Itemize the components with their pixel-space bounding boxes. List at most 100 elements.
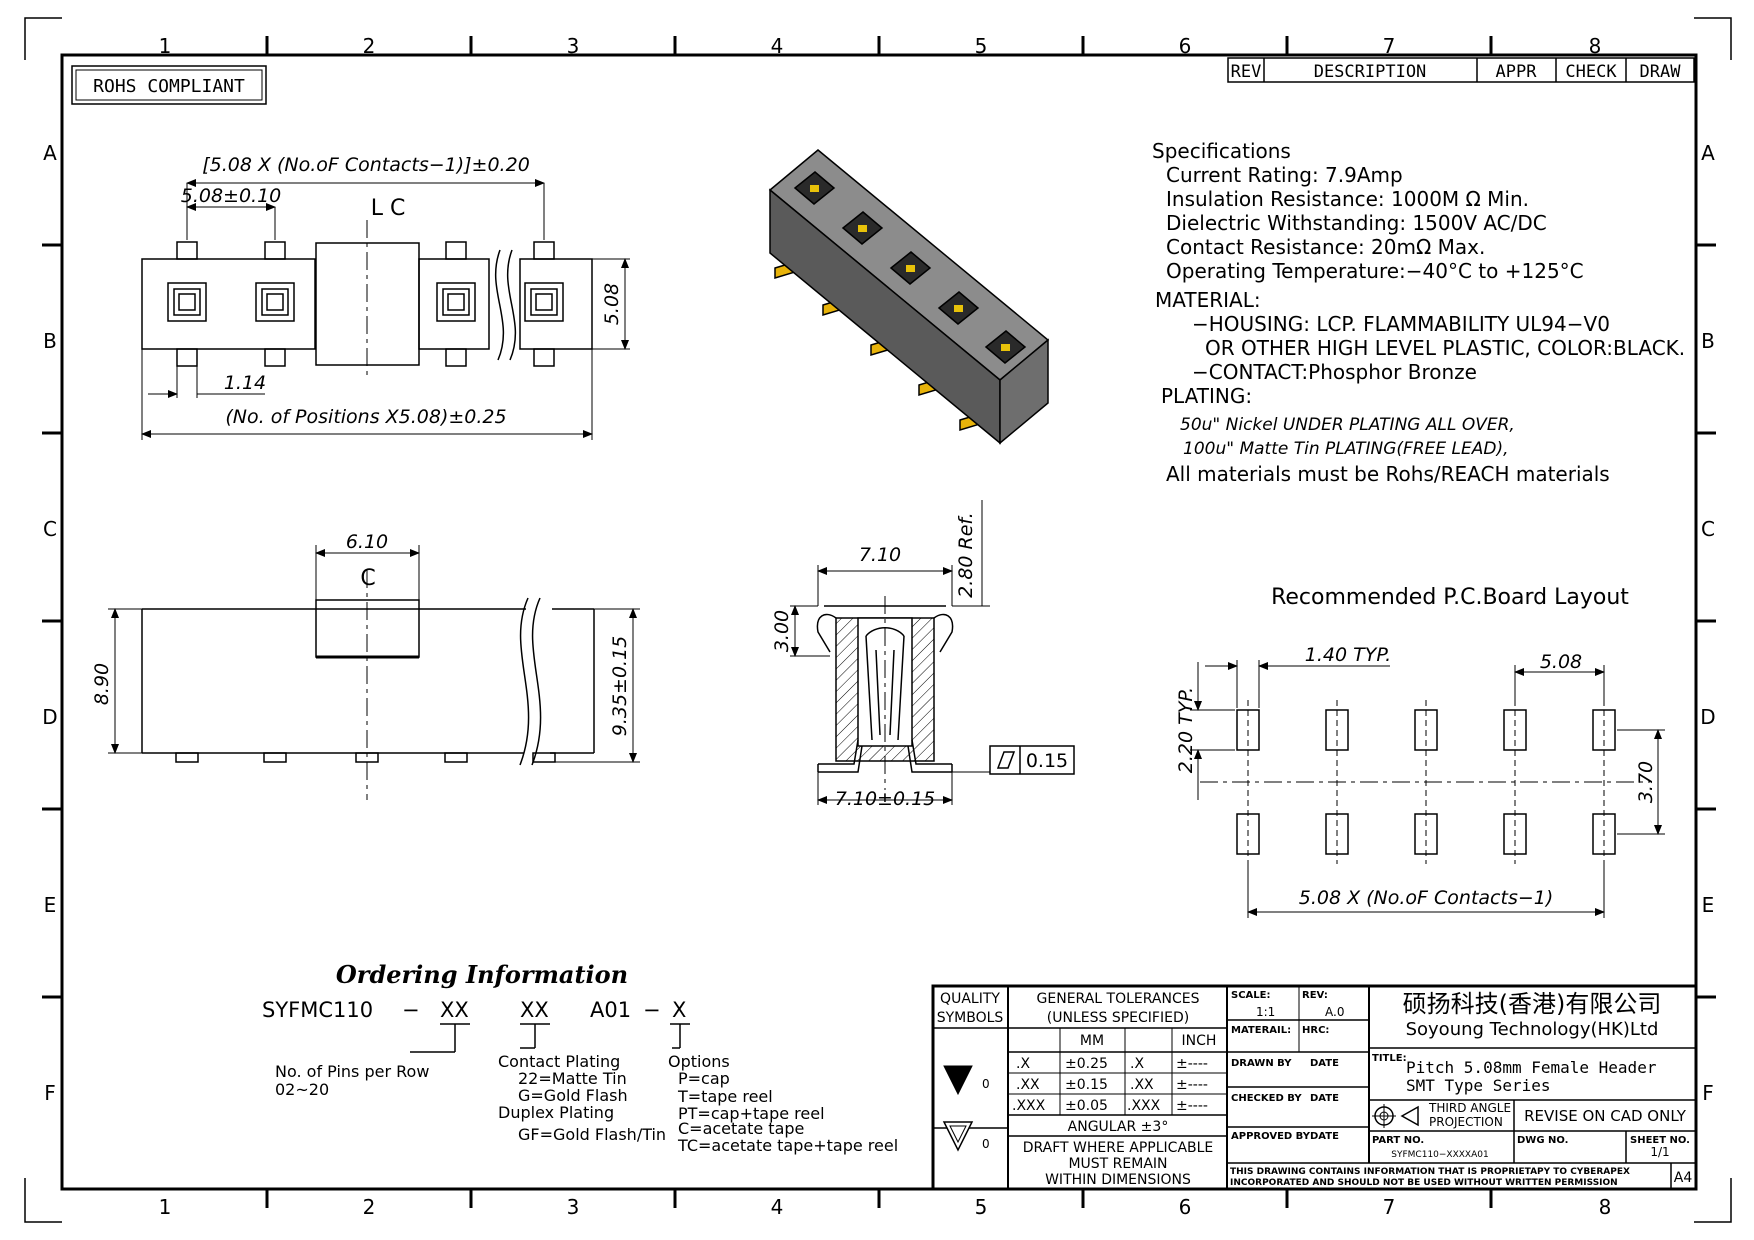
quality-symbols-label: SYMBOLS (937, 1010, 1004, 1026)
col-label: 1 (159, 34, 172, 58)
part-code-plating: XX (520, 998, 549, 1022)
col-label: 5 (975, 1195, 988, 1219)
centerline-label: C (360, 566, 375, 591)
check-header: CHECK (1565, 62, 1617, 82)
inch-header: INCH (1182, 1033, 1217, 1049)
pad-width-dim: 1.40 TYP. (1305, 644, 1391, 666)
scale-label: SCALE: (1231, 990, 1270, 1001)
description-header: DESCRIPTION (1314, 62, 1427, 82)
part-code-dash: − (402, 998, 420, 1022)
col-label: 7 (1383, 34, 1396, 58)
spec-heading: Specifications (1152, 139, 1291, 163)
rohs-text: ROHS COMPLIANT (93, 76, 245, 97)
drawing-title: Pitch 5.08mm Female Header (1406, 1058, 1657, 1077)
pins-range: 02~20 (275, 1080, 329, 1099)
side-view (790, 500, 1075, 805)
options-item: PT=cap+tape reel (678, 1104, 825, 1123)
top-view-labels: [5.08 X (No.oF Contacts−1)]±0.20 5.08±0.… (181, 154, 623, 428)
tol-cell: ±---- (1176, 1077, 1208, 1093)
date-label: DATE (1310, 1093, 1339, 1104)
spec-line: Dielectric Withstanding: 1500V AC/DC (1166, 211, 1547, 235)
notice-line: INCORPORATED AND SHOULD NOT BE USED WITH… (1230, 1178, 1618, 1188)
plating-heading: PLATING: (1161, 384, 1252, 408)
material-line: −CONTACT:Phosphor Bronze (1192, 360, 1477, 384)
col-label: 3 (567, 34, 580, 58)
mm-header: MM (1080, 1033, 1104, 1049)
date-label: DATE (1310, 1131, 1339, 1142)
ordering-heading: Ordering Information (336, 960, 628, 989)
checked-by-label: CHECKED BY (1231, 1093, 1302, 1104)
side-view-labels: 7.10 2.80 Ref. 3.00 0.15 7.10±0.15 (771, 512, 1068, 810)
tol-cell: .X (1016, 1056, 1030, 1072)
centerline-label: L C (371, 196, 406, 221)
title-label: TITLE: (1372, 1053, 1407, 1064)
pcb-title: Recommended P.C.Board Layout (1271, 585, 1629, 610)
cad-note: REVISE ON CAD ONLY (1524, 1107, 1687, 1125)
material-line: OR OTHER HIGH LEVEL PLASTIC, COLOR:BLACK… (1205, 336, 1685, 360)
part-code-pins: XX (440, 998, 469, 1022)
col-label: 2 (363, 34, 376, 58)
col-label: 6 (1179, 34, 1192, 58)
tol-cell: .XXX (1127, 1098, 1161, 1114)
row-label: B (43, 329, 57, 353)
row-label: A (1701, 141, 1715, 165)
zone-ticks (42, 36, 1716, 1208)
plating-line: 100u" Matte Tin PLATING(FREE LEAD), (1183, 439, 1509, 459)
sheet-no-value: 1/1 (1650, 1145, 1669, 1159)
tol-cell: ±0.25 (1065, 1056, 1108, 1072)
row-label: F (44, 1081, 56, 1105)
flatness-value: 0.15 (1026, 750, 1068, 772)
drawn-by-label: DRAWN BY (1231, 1058, 1292, 1069)
col-label: 8 (1589, 34, 1602, 58)
depth-dim: 3.00 (771, 610, 793, 652)
bottom-width-dim: 7.10±0.15 (835, 788, 936, 810)
row-label: B (1701, 329, 1715, 353)
plating-option: GF=Gold Flash/Tin (518, 1125, 666, 1144)
col-label: 2 (363, 1195, 376, 1219)
options-item: C=acetate tape (678, 1119, 804, 1138)
row-label: C (1701, 517, 1715, 541)
row-label: C (43, 517, 57, 541)
notice-line: THIS DRAWING CONTAINS INFORMATION THAT I… (1230, 1167, 1630, 1177)
row-label: F (1702, 1081, 1714, 1105)
plating-label: Duplex Plating (498, 1103, 614, 1122)
col-label: 4 (771, 1195, 784, 1219)
pad-length-dim: 2.20 TYP. (1175, 687, 1197, 773)
draft-note: WITHIN DIMENSIONS (1045, 1172, 1191, 1188)
revision-table: REV DESCRIPTION APPR CHECK DRAW (1227, 57, 1695, 83)
rohs-badge: ROHS COMPLIANT (71, 65, 267, 105)
draw-header: DRAW (1640, 62, 1682, 82)
tol-cell: ±---- (1176, 1056, 1208, 1072)
col-label: 4 (771, 34, 784, 58)
ordering-info: Ordering Information SYFMC110 − XX XX A0… (262, 960, 898, 1155)
corner-marks (24, 17, 1732, 1223)
options-item: P=cap (678, 1069, 730, 1088)
spec-line: Operating Temperature:−40°C to +125°C (1166, 259, 1584, 283)
material-heading: MATERIAL: (1155, 288, 1261, 312)
hrc-label: HRC: (1302, 1025, 1329, 1036)
pitch-dim: 5.08 (1540, 651, 1582, 673)
sheet-no-label: SHEET NO. (1630, 1135, 1690, 1146)
company-name-en: Soyoung Technology(HK)Ltd (1406, 1019, 1659, 1040)
row-label: E (1702, 893, 1715, 917)
zone-labels: 1 2 3 4 5 6 7 8 1 2 3 4 5 6 7 8 A B C D … (42, 34, 1715, 1219)
title-block-text: QUALITY SYMBOLS 0 0 GENERAL TOLERANCES (… (937, 990, 1693, 1188)
plating-line: 50u" Nickel UNDER PLATING ALL OVER, (1180, 415, 1515, 435)
quality-mark: 0 (982, 1077, 990, 1091)
options-label: Options (668, 1052, 730, 1071)
pitch-dim: 5.08±0.10 (181, 185, 282, 207)
rev-header: REV (1231, 62, 1262, 82)
tol-cell: ±---- (1176, 1098, 1208, 1114)
row-label: D (42, 705, 57, 729)
date-label: DATE (1310, 1058, 1339, 1069)
row-spacing-dim: 3.70 (1635, 761, 1657, 803)
front-view (108, 545, 640, 800)
rev-value: A.0 (1325, 1005, 1344, 1019)
projection-label: THIRD ANGLE (1428, 1101, 1511, 1115)
specifications: Specifications Current Rating: 7.9Amp In… (1152, 139, 1685, 486)
angular-tol: ANGULAR ±3° (1068, 1119, 1169, 1135)
width-dim: 6.10 (346, 531, 388, 553)
appr-header: APPR (1496, 62, 1538, 82)
overall-height-dim: 9.35±0.15 (609, 636, 631, 737)
